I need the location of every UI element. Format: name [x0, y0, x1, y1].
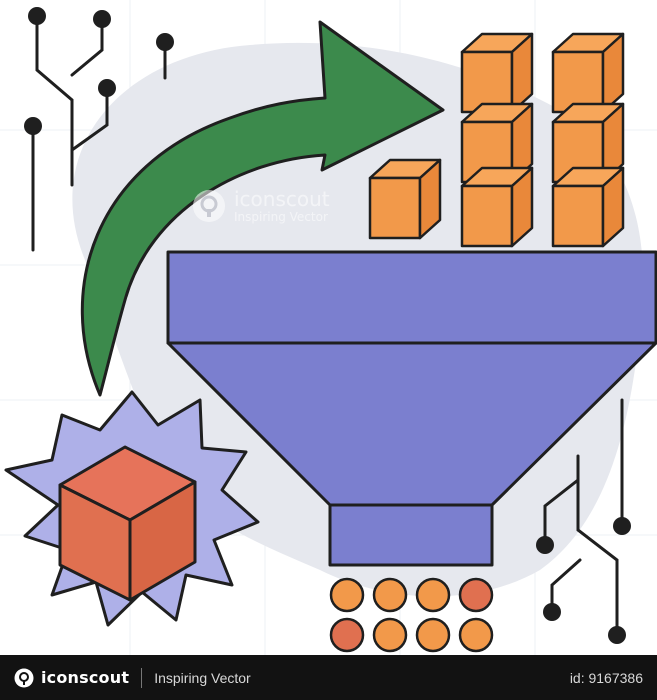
output-balls — [329, 577, 494, 653]
cube-col2-bottom — [551, 166, 625, 248]
funnel-icon — [166, 250, 657, 567]
funnel-spout — [328, 503, 494, 567]
cube-col1-bottom — [460, 166, 534, 248]
cube-large — [58, 445, 197, 602]
iconscout-logo-icon — [14, 668, 34, 687]
watermark: iconscout Inspiring Vector — [192, 186, 330, 226]
footer-tagline: Inspiring Vector — [154, 669, 251, 686]
iconscout-logo-icon — [193, 190, 225, 222]
cube-stack — [368, 32, 625, 248]
asset-id: id: 9167386 — [569, 669, 643, 686]
footer-brand: iconscout — [41, 668, 130, 687]
watermark-brand: iconscout — [234, 187, 330, 211]
footer-bar: iconscout Inspiring Vector id: 9167386 — [0, 655, 657, 700]
cube-col1-top — [460, 32, 534, 114]
watermark-tagline: Inspiring Vector — [234, 210, 328, 224]
data-funnel-illustration — [0, 0, 657, 655]
curved-arrow-icon — [80, 20, 445, 397]
cube-small-left — [368, 158, 442, 240]
funnel-rim — [166, 250, 657, 345]
circuit-nodes-bottom-right — [536, 517, 631, 644]
cube-col2-top — [551, 32, 625, 114]
footer-divider — [141, 667, 143, 688]
circuit-nodes-top-left — [24, 7, 174, 135]
cube-col1-mid — [460, 102, 534, 184]
